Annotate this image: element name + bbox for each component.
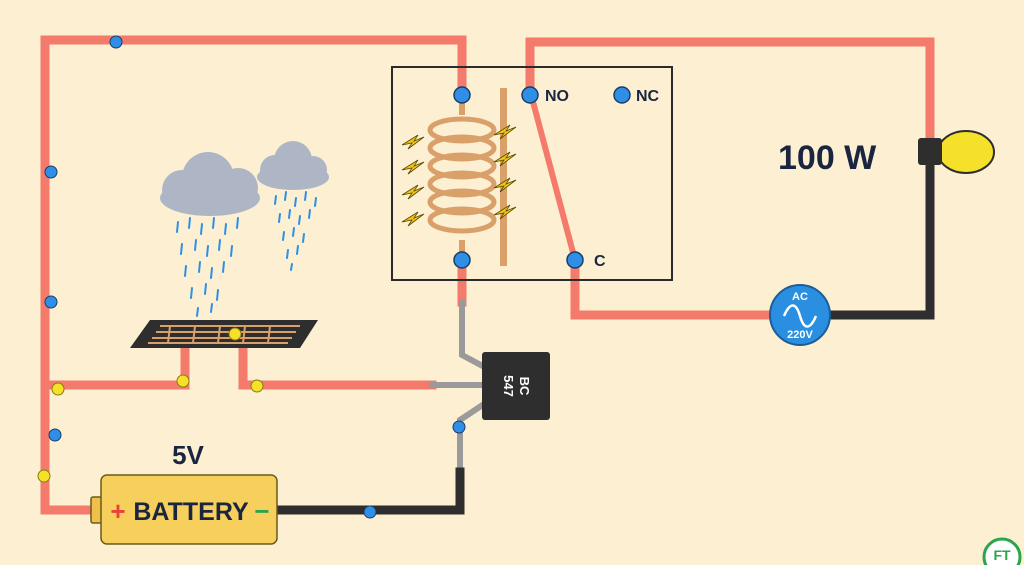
yellow-nodes [37, 327, 264, 483]
brand-logo: FT [982, 537, 1022, 565]
lightning-icon [493, 124, 517, 140]
battery-minus-sign: − [254, 496, 269, 526]
logo-badge [982, 537, 1022, 565]
ac-source: AC 220V [769, 284, 831, 346]
junction-dots [44, 35, 466, 519]
junction-dot [109, 35, 123, 49]
transistor: BC 547 [482, 352, 550, 420]
junction-dot [44, 295, 58, 309]
c-label: C [594, 253, 606, 270]
relay: NO NC C [391, 66, 673, 281]
sensor-positive-wire [43, 343, 190, 390]
ac-to-lamp-wire [825, 160, 935, 320]
relay-switch-arm [529, 97, 578, 261]
transistor-body [482, 352, 550, 420]
coil-bottom-terminal [453, 251, 471, 269]
no-terminal [521, 86, 539, 104]
sensor-node [250, 379, 264, 393]
ac-type-label: AC [792, 291, 808, 303]
positive-rail-wire [40, 35, 467, 515]
wires [40, 35, 935, 515]
lamp-bulb-icon [937, 130, 995, 174]
junction-dot [363, 505, 377, 519]
magnetic-field-icons [401, 124, 517, 227]
rain-sensor [130, 320, 318, 348]
c-to-ac-wire [570, 255, 775, 320]
battery-name-label: BATTERY [133, 498, 249, 526]
lamp-base [918, 138, 942, 165]
sensor-node [51, 382, 65, 396]
sensor-node [176, 374, 190, 388]
sensor-node [228, 327, 242, 341]
emitter-lead-wire [457, 395, 495, 475]
junction-dot [48, 428, 62, 442]
transistor-label-line1: BC [517, 377, 532, 396]
no-label: NO [545, 88, 569, 105]
negative-rail-wire [270, 467, 465, 515]
rain-cloud-icon [160, 141, 329, 317]
relay-coil [427, 116, 497, 234]
lightning-icon [493, 151, 517, 167]
c-terminal [566, 251, 584, 269]
lightning-icon [493, 204, 517, 220]
battery-plus-sign: + [110, 496, 125, 526]
raindrops [176, 191, 317, 317]
sine-wave-icon [782, 304, 818, 328]
sensor-to-base-wire [238, 343, 437, 390]
relay-box [391, 66, 673, 281]
transistor-label-line2: 547 [501, 375, 516, 397]
junction-dot [44, 165, 58, 179]
nc-label: NC [636, 88, 660, 105]
battery-body [100, 474, 278, 545]
battery: + BATTERY − 5V [90, 440, 278, 545]
rain-sensor-traces [148, 325, 300, 344]
lightning-icon [401, 184, 425, 200]
lamp-power-label: 100 W [778, 139, 877, 177]
lightning-icon [493, 177, 517, 193]
lamp: 100 W [778, 130, 995, 177]
lightning-icon [401, 159, 425, 175]
logo-text: FT [993, 547, 1011, 563]
no-to-lamp-wire [525, 37, 935, 145]
lightning-icon [401, 134, 425, 150]
junction-dot [452, 420, 466, 434]
lightning-icon [401, 211, 425, 227]
coil-top-terminal [453, 86, 471, 104]
battery-voltage-label: 5V [172, 440, 204, 470]
collector-lead-wire [459, 299, 495, 375]
relay-core [500, 88, 507, 266]
ac-voltage-label: 220V [787, 329, 813, 341]
sensor-node [37, 469, 51, 483]
nc-terminal [613, 86, 631, 104]
